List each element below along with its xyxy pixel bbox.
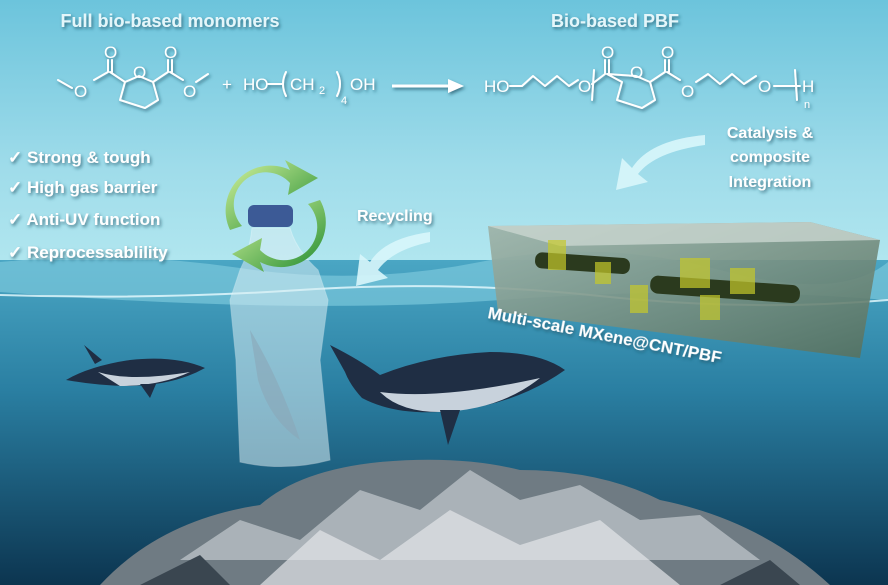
atom-o: O: [104, 43, 117, 62]
repeat-n: n: [804, 99, 810, 111]
atom-o: O: [681, 82, 694, 101]
composite-block: [488, 222, 880, 358]
butanediol-structure: + HO CH 2 4 OH: [222, 71, 376, 107]
large-whale: [330, 345, 565, 445]
catalysis-curved-arrow-icon: [616, 135, 705, 190]
reaction-arrow: [392, 79, 464, 93]
small-whale: [66, 345, 205, 398]
h-atom: H: [802, 77, 814, 96]
feature-anti-uv: ✓ Anti-UV function: [8, 210, 160, 229]
atom-o: O: [601, 43, 614, 62]
ho-group: HO: [243, 75, 269, 94]
recycling-label: Recycling: [357, 208, 433, 225]
atom-o: O: [74, 82, 87, 101]
oh-group: OH: [350, 75, 376, 94]
plastic-waste-pile: [100, 459, 830, 585]
feature-reprocessability: ✓ Reprocessablility: [8, 243, 168, 262]
catalysis-line: composite: [730, 149, 810, 166]
atom-o: O: [661, 43, 674, 62]
dimethyl-furandicarboxylate-structure: O O O O O: [57, 43, 209, 109]
feature-strong: ✓ Strong & tough: [8, 148, 151, 167]
catalysis-line: Integration: [729, 174, 812, 191]
ch2-subscript: 2: [319, 85, 325, 97]
atom-o: O: [133, 63, 146, 82]
atom-o: O: [630, 63, 643, 82]
atom-o: O: [164, 43, 177, 62]
plus-sign: +: [222, 75, 232, 94]
catalysis-line: Catalysis &: [727, 125, 814, 142]
ch2-group: CH: [290, 75, 315, 94]
atom-o: O: [578, 77, 591, 96]
recycle-arrows-icon: [225, 160, 326, 272]
feature-gas-barrier: ✓ High gas barrier: [8, 178, 158, 197]
repeat-subscript: 4: [341, 95, 347, 107]
atom-o: O: [758, 77, 771, 96]
pbf-title: Bio-based PBF: [551, 11, 679, 31]
feature-list: ✓ Strong & tough ✓ High gas barrier ✓ An…: [8, 148, 168, 262]
ho-group: HO: [484, 77, 510, 96]
plastic-bottle: [229, 205, 331, 467]
atom-o: O: [183, 82, 196, 101]
recycling-curved-arrow-icon: [356, 232, 430, 286]
monomers-title: Full bio-based monomers: [60, 11, 279, 31]
catalysis-label: Catalysis & composite Integration: [727, 125, 814, 191]
pbf-structure: HO O O O O O O H n: [484, 43, 814, 111]
